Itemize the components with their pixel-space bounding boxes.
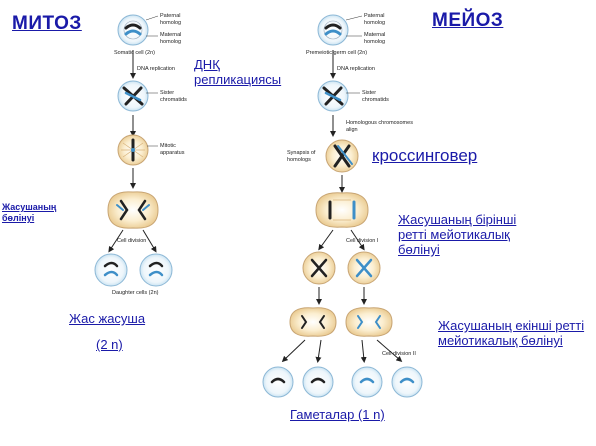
- crossing-over-label: кроссинговер: [372, 146, 478, 165]
- mitosis-daughter-cell-right: [139, 253, 173, 287]
- meiosis-secondary-cell-left: [302, 251, 336, 285]
- mitosis-mitotic-apparatus: [117, 134, 158, 166]
- meiosis-arrow-right-1: [350, 229, 365, 251]
- meiosis-arrow-g2: [315, 339, 322, 363]
- mitosis-sister-caption: Sister chromatids: [160, 90, 187, 103]
- mitosis-celldiv-caption: Cell division: [117, 238, 147, 244]
- meiosis-first-division-note: Жасушаның бірінші ретті мейотикалық бөлі…: [398, 212, 517, 257]
- mitosis-dividing-cell: [107, 191, 159, 229]
- meiosis-division-one-cell: [315, 192, 369, 228]
- mitosis-daughter-caption: Daughter cells (2n): [112, 290, 159, 296]
- mitosis-dna-replication-note: ДНҚ репликациясы: [194, 57, 282, 87]
- mitosis-somatic-cell: [117, 14, 159, 46]
- meiosis-arrow-left-1: [318, 229, 334, 251]
- mitosis-replicated-cell: [117, 80, 158, 112]
- meiosis-replicated-cell: [317, 80, 360, 112]
- gamete-cell-4: [391, 366, 423, 398]
- meiosis-arrow-g3: [360, 339, 367, 363]
- mitosis-arrow-left: [108, 229, 124, 253]
- meiosis-second-division-note: Жасушаның екінші ретті мейотикалық бөлін…: [438, 318, 585, 348]
- meiosis-division-two-cell-right: [345, 307, 393, 337]
- meiosis-division-two-cell-left: [289, 307, 337, 337]
- mitosis-arrow-right: [142, 229, 157, 253]
- gamete-cell-2: [302, 366, 334, 398]
- meiosis-arrow-g4: [376, 339, 403, 362]
- mitosis-result-label: Жас жасуша: [69, 311, 146, 326]
- meiosis-homologous-caption: Homologous chromosomes align: [346, 120, 413, 133]
- mitosis-dna-caption: DNA replication: [137, 66, 175, 72]
- mitosis-paternal-caption: Paternal homolog: [160, 13, 182, 26]
- meiosis-premeiotic-caption: Premeiotic germ cell (2n): [306, 50, 368, 56]
- mitosis-division-note: Жасушаның бөлінуі: [2, 202, 57, 223]
- meiosis-paternal-caption: Paternal homolog: [364, 13, 386, 26]
- mitosis-daughter-cell-left: [94, 253, 128, 287]
- mitosis-maternal-caption: Maternal homolog: [160, 32, 182, 45]
- mitosis-title: МИТОЗ: [12, 13, 82, 34]
- meiosis-arrow-g1: [281, 339, 306, 363]
- meiosis-premeiotic-cell: [317, 14, 363, 46]
- meiosis-synapsis-cell: [325, 139, 359, 173]
- gametes-label: Гаметалар (1 n): [290, 407, 385, 422]
- meiosis-secondary-cell-right: [347, 251, 381, 285]
- gamete-cell-1: [262, 366, 294, 398]
- mitosis-result-ploidy: (2 n): [96, 337, 123, 352]
- mitosis-mitotic-caption: Mitotic apparatus: [160, 143, 185, 156]
- meiosis-maternal-caption: Maternal homolog: [364, 32, 386, 45]
- meiosis-div2-caption: Cell division II: [382, 351, 416, 357]
- meiosis-div1-caption: Cell division I: [346, 238, 379, 244]
- mitosis-somatic-caption: Somatic cell (2n): [114, 50, 155, 56]
- meiosis-dna-caption: DNA replication: [337, 66, 375, 72]
- meiosis-title: МЕЙОЗ: [432, 10, 504, 31]
- gamete-cell-3: [351, 366, 383, 398]
- meiosis-synapsis-caption: Synapsis of homologs: [287, 150, 316, 163]
- meiosis-sister-caption: Sister chromatids: [362, 90, 389, 103]
